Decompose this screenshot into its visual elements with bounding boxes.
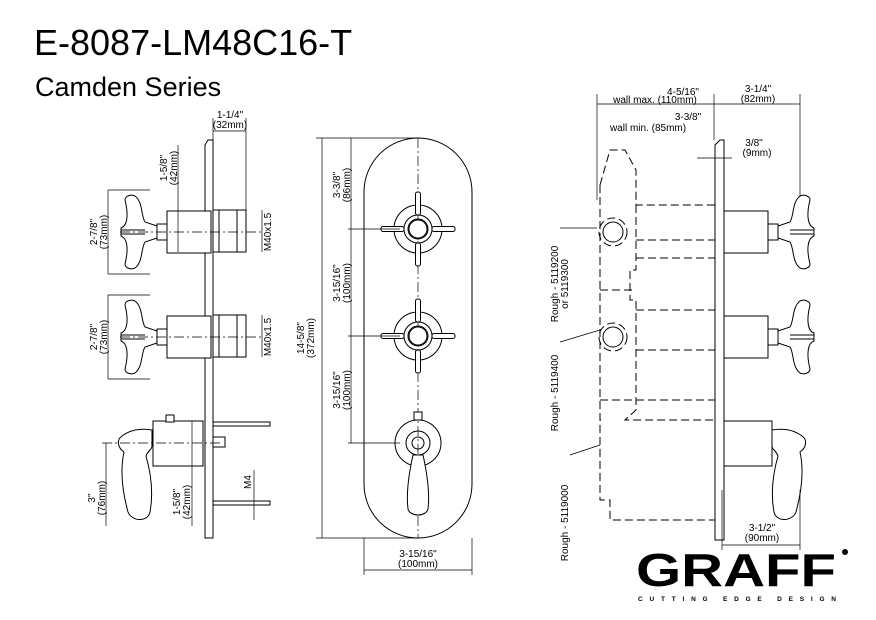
dim-height-mm: (372mm)	[306, 318, 317, 358]
logo-tagline: CUTTING EDGE DESIGN	[638, 596, 836, 603]
logo-text: GRAFF	[636, 544, 836, 596]
front-view	[316, 137, 473, 575]
wall-max-label: wall max. (110mm)	[612, 95, 697, 106]
dim-width-mm: (100mm)	[398, 559, 438, 570]
dim-mid2-mm: (100mm)	[342, 370, 353, 410]
side-view	[102, 118, 271, 539]
dim-depth-in: 1-1/4"	[217, 110, 244, 121]
wall-min-label: wall min. (85mm)	[609, 123, 686, 134]
dim-mid1-mm: (100mm)	[342, 263, 353, 303]
dim-top-in: 3-3/8"	[332, 171, 343, 198]
rough-label-3: Rough - 5119000	[560, 484, 571, 561]
series-name: Camden Series	[35, 72, 221, 102]
install-view	[559, 94, 815, 550]
graff-logo: GRAFF CUTTING EDGE DESIGN	[636, 544, 848, 603]
dim-depth-mm: (32mm)	[213, 120, 247, 131]
dim-lever-trim-in: 1-5/8"	[172, 488, 183, 515]
wall-max-in: 4-5/16"	[667, 87, 699, 98]
plate-in: 3/8"	[745, 138, 763, 149]
dim-handle2-in: 2-7/8"	[89, 323, 100, 350]
wall-min-in: 3-3/8"	[675, 112, 702, 123]
projection-in: 3-1/4"	[745, 84, 772, 95]
plate-mm: (9mm)	[743, 148, 772, 159]
dim-top-mm: (86mm)	[342, 168, 353, 202]
lever-proj-in: 3-1/2"	[749, 523, 776, 534]
dim-lever-trim-mm: (42mm)	[182, 485, 193, 519]
rough-label-2: Rough - 5119400	[550, 354, 561, 431]
dim-mid1-in: 3-15/16"	[332, 264, 343, 302]
dim-trim-mm: (42mm)	[169, 151, 180, 185]
model-number: E-8087-LM48C16-T	[34, 22, 352, 63]
dim-handle2-mm: (73mm)	[99, 320, 110, 354]
projection-mm: (82mm)	[741, 94, 775, 105]
dim-lever-in: 3"	[87, 493, 98, 503]
thread-label-1: M40x1.5	[263, 212, 274, 251]
dim-mid2-in: 3-15/16"	[332, 371, 343, 409]
dim-handle1-mm: (73mm)	[99, 215, 110, 249]
thread-label-2: M40x1.5	[263, 317, 274, 356]
lever-proj-mm: (90mm)	[745, 533, 779, 544]
rough-label-1b: or 5119300	[560, 259, 571, 309]
dim-lever-mm: (76mm)	[97, 481, 108, 515]
dim-handle1-in: 2-7/8"	[89, 218, 100, 245]
screw-label: M4	[243, 475, 254, 489]
dim-trim-in: 1-5/8"	[159, 154, 170, 181]
dim-height-in: 14-5/8"	[296, 322, 307, 354]
dim-width-in: 3-15/16"	[399, 549, 437, 560]
rough-label-1a: Rough - 5119200	[550, 245, 561, 322]
